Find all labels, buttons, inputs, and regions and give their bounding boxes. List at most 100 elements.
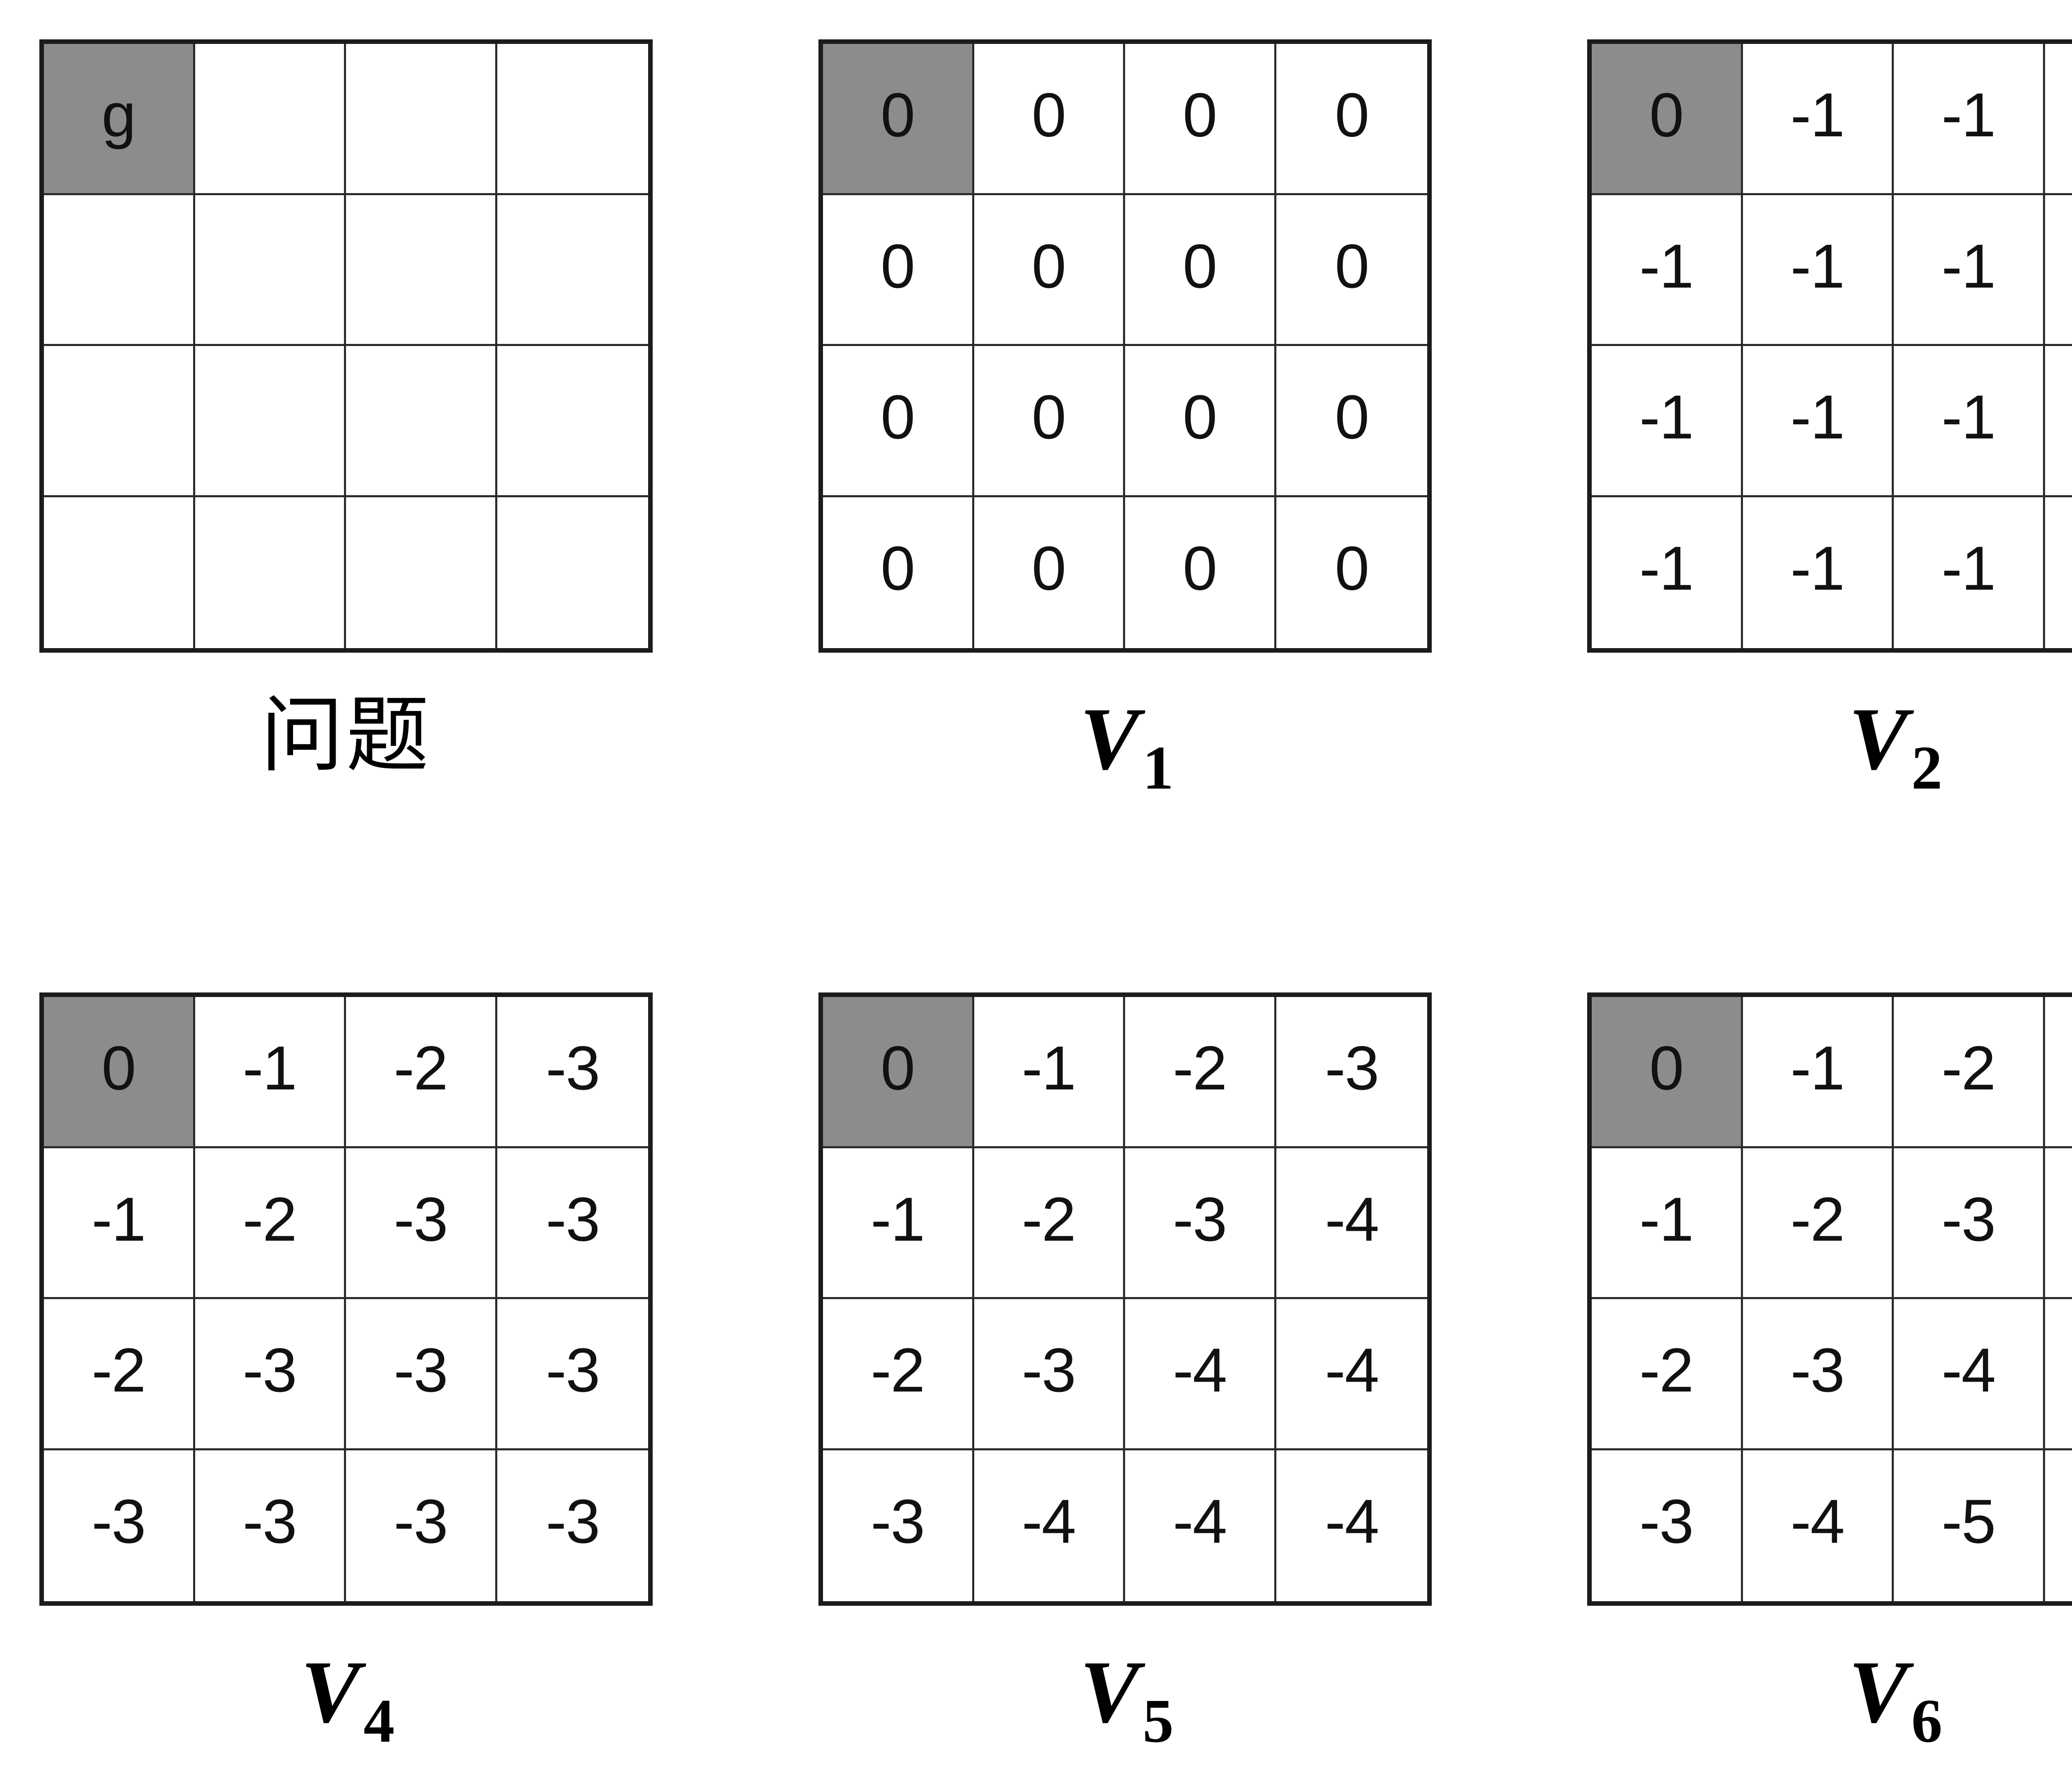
cell-value: -3 — [1325, 1033, 1379, 1103]
cell-value: -1 — [1639, 533, 1694, 603]
grid-cell — [346, 497, 497, 648]
grid-cell — [346, 346, 497, 497]
grid-cell: -2 — [346, 997, 497, 1148]
grid-cell: -3 — [195, 1450, 346, 1601]
cell-value: 0 — [881, 533, 915, 603]
panel-caption-v5: V5 — [818, 1647, 1432, 1755]
grid-cell: -3 — [497, 1299, 648, 1450]
cell-value: -1 — [1941, 231, 1996, 301]
cell-value: -3 — [394, 1184, 448, 1254]
cell-value: 0 — [1031, 382, 1066, 452]
panel-caption-v1: V1 — [818, 694, 1432, 802]
cell-value: -3 — [1173, 1184, 1227, 1254]
grid-cell: 0 — [1125, 44, 1276, 195]
grid-cell: 0 — [1276, 195, 1427, 346]
value-grid-v2: 0-1-1-1-1-1-1-1-1-1-1-1-1-1-1-1 — [1587, 39, 2072, 653]
grid-cell: 0 — [974, 195, 1125, 346]
grid-cell — [44, 497, 195, 648]
grid-cell: 0 — [974, 44, 1125, 195]
cell-value: -3 — [394, 1335, 448, 1405]
grid-cell: -3 — [346, 1148, 497, 1299]
grid-cell: -2 — [823, 1299, 974, 1450]
grid-cell: 0 — [823, 346, 974, 497]
cell-value: -2 — [242, 1184, 297, 1254]
cell-value: 0 — [1183, 533, 1217, 603]
grid-cell: -1 — [1592, 346, 1743, 497]
cell-value: -1 — [1790, 80, 1845, 150]
grid-cell: -3 — [823, 1450, 974, 1601]
grid-cell: -5 — [1894, 1450, 2045, 1601]
grid-cell: -1 — [2045, 195, 2072, 346]
cell-value: -3 — [394, 1486, 448, 1556]
cell-value: -1 — [1639, 231, 1694, 301]
grid-cell — [497, 44, 648, 195]
panel-problem: g 问题 — [39, 39, 653, 802]
caption-symbol: V — [1080, 689, 1140, 788]
cell-value: -4 — [1790, 1486, 1845, 1556]
cell-value: 0 — [1031, 533, 1066, 603]
cell-value: -4 — [1941, 1335, 1996, 1405]
grid-cell: -4 — [2045, 1148, 2072, 1299]
grid-cell: 0 — [1276, 44, 1427, 195]
grid-cell: -3 — [346, 1450, 497, 1601]
cell-value: 0 — [1183, 80, 1217, 150]
grid-cell: -4 — [1276, 1148, 1427, 1299]
grid-cell: -4 — [1894, 1299, 2045, 1450]
grid-cell: -4 — [1125, 1450, 1276, 1601]
panel-caption-v4: V4 — [39, 1647, 653, 1755]
panel-caption-problem: 问题 — [39, 694, 653, 802]
cell-value: -1 — [1941, 382, 1996, 452]
grid-cell: -5 — [2045, 1450, 2072, 1601]
grid-cell-terminal: 0 — [1592, 997, 1743, 1148]
grid-cell-terminal: 0 — [1592, 44, 1743, 195]
caption-symbol: V — [1080, 1642, 1140, 1741]
grid-cell: -3 — [346, 1299, 497, 1450]
cell-value: -2 — [1639, 1335, 1694, 1405]
value-grid-problem: g — [39, 39, 653, 653]
cell-value: -4 — [1021, 1486, 1076, 1556]
grid-cell: -4 — [1743, 1450, 1894, 1601]
grid-cell: 0 — [1276, 497, 1427, 648]
grid-cell: -1 — [823, 1148, 974, 1299]
caption-label: 问题 — [260, 687, 431, 784]
cell-value: 0 — [1335, 533, 1369, 603]
grid-cell — [346, 44, 497, 195]
grid-cell: -1 — [1894, 497, 2045, 648]
cell-value: -1 — [92, 1184, 146, 1254]
grid-cell-terminal: g — [44, 44, 195, 195]
grid-cell: -2 — [1592, 1299, 1743, 1450]
cell-value: -4 — [1173, 1486, 1227, 1556]
grid-cell — [497, 346, 648, 497]
grid-cell: -1 — [1743, 44, 1894, 195]
cell-value: 0 — [1031, 231, 1066, 301]
cell-value: -1 — [871, 1184, 925, 1254]
grid-cell: 0 — [1125, 497, 1276, 648]
grid-cell: -1 — [1743, 346, 1894, 497]
cell-value: -3 — [242, 1486, 297, 1556]
grid-cell-terminal: 0 — [823, 44, 974, 195]
cell-value: g — [102, 80, 136, 150]
cell-value: -2 — [871, 1335, 925, 1405]
grid-cell: -4 — [1125, 1299, 1276, 1450]
grid-cell — [44, 346, 195, 497]
cell-value: -3 — [92, 1486, 146, 1556]
cell-value: 0 — [881, 231, 915, 301]
panel-caption-v6: V6 — [1587, 1647, 2072, 1755]
value-grid-v5: 0-1-2-3-1-2-3-4-2-3-4-4-3-4-4-4 — [818, 992, 1432, 1606]
grid-cell: -1 — [2045, 44, 2072, 195]
grid-cell: -1 — [1743, 195, 1894, 346]
cell-value: -2 — [1173, 1033, 1227, 1103]
grid-cell: -1 — [1592, 1148, 1743, 1299]
cell-value: 0 — [1649, 80, 1684, 150]
cell-value: 0 — [1183, 382, 1217, 452]
cell-value: -2 — [1021, 1184, 1076, 1254]
cell-value: -3 — [546, 1033, 600, 1103]
grid-cell: -2 — [1894, 997, 2045, 1148]
cell-value: -1 — [1941, 533, 1996, 603]
grid-cell: -2 — [974, 1148, 1125, 1299]
cell-value: 0 — [1335, 382, 1369, 452]
grid-cell: -3 — [2045, 997, 2072, 1148]
